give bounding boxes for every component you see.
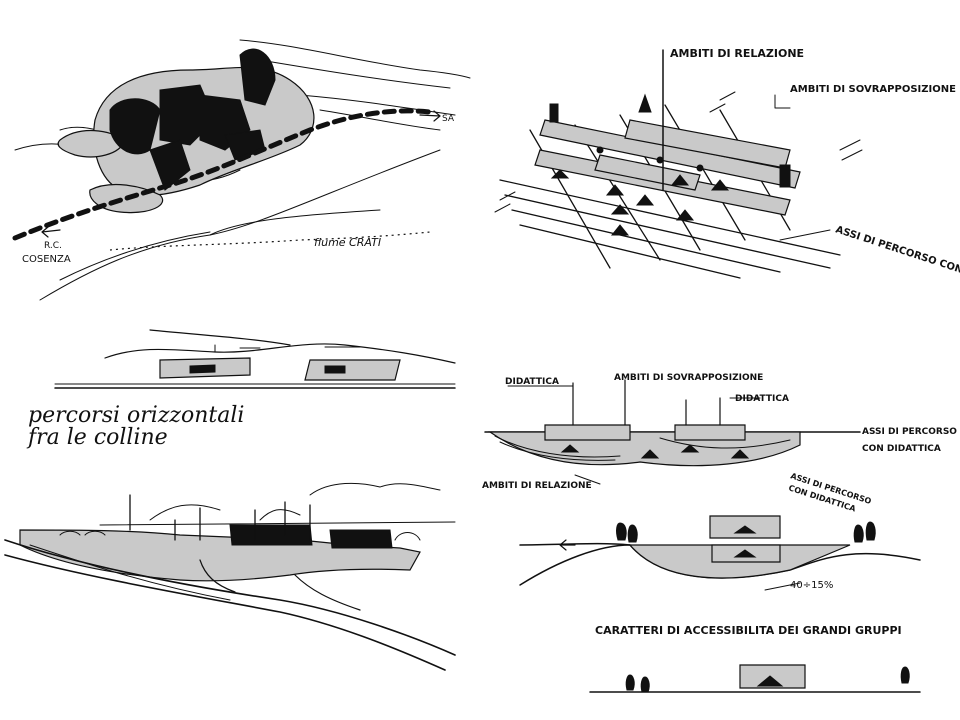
section-diagram: DIDATTICA AMBITI DI SOVRAPPOSIZIONE DIDA…	[482, 373, 957, 514]
river-crati	[109, 231, 431, 251]
black-building-masses	[109, 48, 276, 191]
label-ambiti-sovrapposizione: AMBITI DI SOVRAPPOSIZIONE	[790, 84, 956, 95]
arrow-rc	[41, 226, 61, 238]
section-title: CARATTERI DI ACCESSIBILITA DEI GRANDI GR…	[595, 624, 902, 637]
hatch-marks	[494, 91, 863, 213]
label-slope: 40÷15%	[790, 580, 833, 591]
hills-section-sketch: percorsi orizzontali fra le colline	[26, 329, 456, 450]
label-didattica-right: DIDATTICA	[735, 394, 789, 404]
label-assi-percorso: ASSI DI PERCORSO CON DIDATTICA	[834, 224, 960, 295]
label-assi-percorso-1: ASSI DI PERCORSO	[862, 427, 957, 437]
label-rc: R.C.	[44, 241, 62, 251]
caption-line1: percorsi orizzontali	[28, 403, 244, 428]
leader-sovrapposizione	[774, 94, 791, 109]
label-ambiti-relazione-2: AMBITI DI RELAZIONE	[482, 481, 592, 491]
label-sa: SA	[442, 114, 455, 124]
leader-assi	[779, 229, 831, 241]
highway-route-dashed	[12, 108, 433, 241]
terrain-contours	[14, 39, 471, 301]
caption-line2: fra le colline	[26, 425, 168, 450]
isometric-slabs	[534, 119, 801, 216]
label-fiume-crati: fiume CRATI	[314, 236, 381, 249]
label-ambiti-sovrapposizione-2: AMBITI DI SOVRAPPOSIZIONE	[614, 373, 763, 383]
accessibility-section: 40÷15% CARATTERI DI ACCESSIBILITA DEI GR…	[519, 515, 921, 693]
site-plan-sketch: SA R.C. COSENZA fiume CRATI	[12, 39, 471, 301]
perspective-sketch	[4, 482, 456, 671]
label-didattica-left: DIDATTICA	[505, 377, 559, 387]
label-assi-percorso-2: CON DIDATTICA	[862, 444, 941, 454]
isometric-diagram: AMBITI DI RELAZIONE AMBITI DI SOVRAPPOSI…	[494, 47, 960, 296]
label-cosenza: COSENZA	[22, 254, 71, 265]
isometric-markers	[549, 103, 791, 236]
label-ambiti-relazione: AMBITI DI RELAZIONE	[670, 47, 804, 60]
spire-marker	[638, 93, 652, 113]
arrow-sa	[419, 110, 441, 122]
